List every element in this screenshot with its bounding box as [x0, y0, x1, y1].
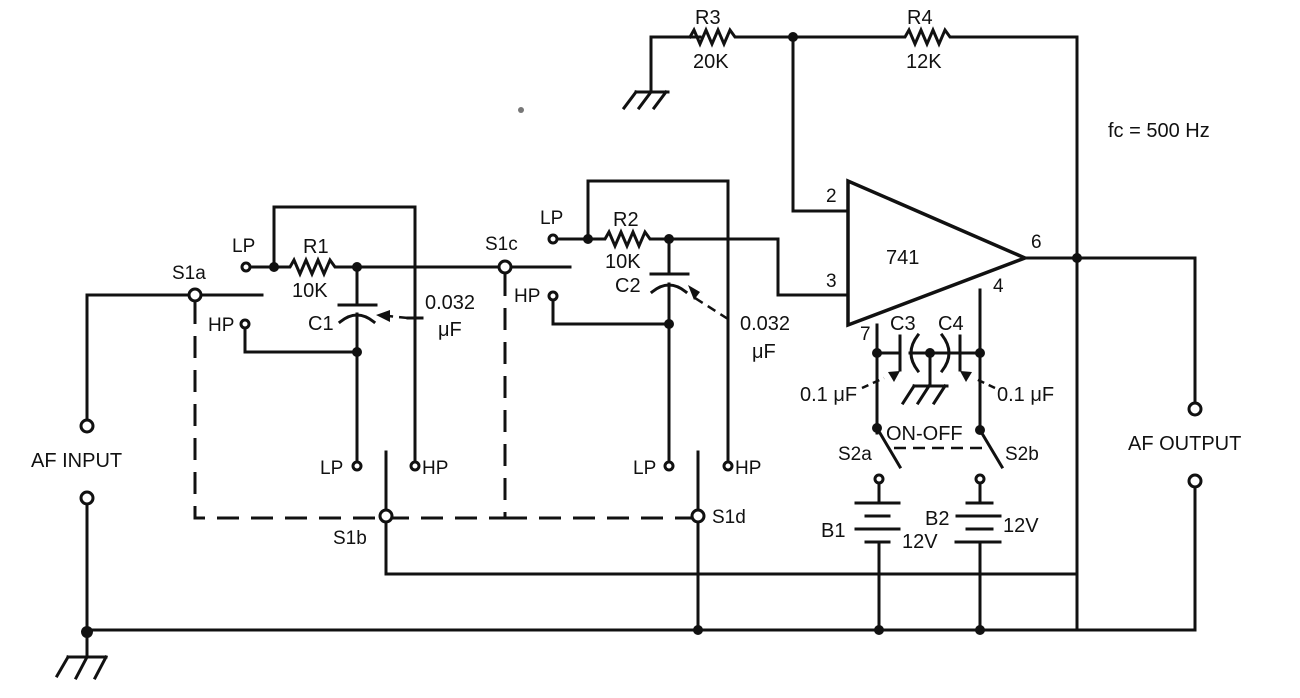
hp-label: HP — [208, 315, 234, 336]
c1-value: 0.032 — [425, 292, 475, 314]
hp-label: HP — [735, 458, 761, 479]
junction-dot — [583, 234, 593, 244]
s1b-contacts: LP HP — [320, 450, 1079, 576]
battery-b2: B2 12V — [925, 473, 1039, 632]
input-terminal-hot[interactable] — [79, 418, 95, 434]
pin-7-label: 7 — [860, 324, 871, 345]
s2a-label: S2a — [838, 444, 872, 465]
hp-terminal-s1a-group: HP — [208, 315, 359, 354]
c4-ref: C4 — [938, 313, 964, 335]
s1d-label: S1d — [712, 507, 746, 528]
opamp-label: 741 — [886, 247, 919, 269]
cutoff-frequency-note: fc = 500 Hz — [1108, 120, 1210, 142]
c2-value: 0.032 — [740, 313, 790, 335]
switch-s1c[interactable] — [497, 259, 513, 275]
junction-dot — [269, 262, 279, 272]
junction-dot — [872, 348, 882, 358]
af-input-port[interactable]: AF INPUT — [31, 418, 122, 506]
lp-label: LP — [540, 208, 563, 229]
junction-dot — [975, 348, 985, 358]
switch-s1a[interactable] — [187, 287, 203, 303]
c1-ref: C1 — [308, 313, 334, 335]
ground-c3-c4 — [900, 348, 949, 406]
b2-value: 12V — [1003, 515, 1039, 537]
scan-speck — [518, 107, 524, 113]
hp-terminal — [409, 460, 421, 472]
capacitor-c1: C1 0.032 μF — [308, 265, 475, 464]
junction-dot — [874, 625, 884, 635]
input-terminal-ground[interactable] — [79, 490, 95, 506]
c3-value: 0.1 μF — [800, 384, 857, 406]
c4-value: 0.1 μF — [997, 384, 1054, 406]
pin-2-label: 2 — [826, 186, 837, 207]
opamp-741: 741 2 3 6 4 7 — [826, 178, 1042, 345]
switch-s1b[interactable] — [378, 508, 394, 524]
r3-ref: R3 — [695, 7, 721, 29]
r4-value: 12K — [906, 51, 942, 73]
switch-s1d[interactable] — [690, 508, 706, 524]
ground-bus — [85, 485, 1197, 632]
hp-label: HP — [422, 458, 448, 479]
b1-value: 12V — [902, 531, 938, 553]
capacitor-c2: C2 0.032 μF — [615, 237, 790, 464]
s2b-label: S2b — [1005, 444, 1039, 465]
s2-onoff-label: ON-OFF — [886, 423, 963, 445]
junction-dot — [1072, 253, 1082, 263]
s1c-label: S1c — [485, 234, 518, 255]
pin-4-label: 4 — [993, 276, 1004, 297]
r2-value: 10K — [605, 251, 641, 273]
capacitor-c4: C4 0.1 μF — [938, 288, 1054, 435]
junction-dot — [975, 625, 985, 635]
wire-inv-input — [791, 35, 850, 213]
hp-terminal-s1c-group: HP — [514, 286, 671, 326]
hp-terminal — [722, 460, 734, 472]
resistor-r3: R3 20K — [687, 7, 795, 73]
b1-ref: B1 — [821, 520, 845, 542]
r1-ref: R1 — [303, 236, 329, 258]
s1a-label: S1a — [172, 263, 206, 284]
switch-s2[interactable]: ON-OFF S2a S2b — [838, 423, 1039, 470]
af-output-port[interactable]: AF OUTPUT — [1128, 401, 1241, 489]
r1-value: 10K — [292, 280, 328, 302]
wire-output — [1023, 256, 1197, 407]
r3-value: 20K — [693, 51, 729, 73]
ground-main — [54, 630, 109, 681]
resistor-r1: LP R1 10K — [232, 205, 506, 464]
lp-label: LP — [633, 458, 656, 479]
c1-unit: μF — [438, 319, 462, 341]
lp-terminal — [351, 460, 363, 472]
r4-ref: R4 — [907, 7, 933, 29]
battery-b1: B1 12V — [821, 473, 938, 632]
s1b-label: S1b — [333, 528, 367, 549]
r2-ref: R2 — [613, 209, 639, 231]
resistor-r4: R4 12K — [791, 7, 1079, 632]
wire-input — [85, 293, 192, 422]
af-input-label: AF INPUT — [31, 450, 122, 472]
pin-6-label: 6 — [1031, 232, 1042, 253]
lp-label: LP — [232, 236, 255, 257]
ground-r3 — [621, 35, 702, 111]
b2-ref: B2 — [925, 508, 949, 530]
lp-terminal — [663, 460, 675, 472]
capacitor-c3: C3 0.1 μF — [800, 313, 957, 435]
hp-label: HP — [514, 286, 540, 307]
af-output-label: AF OUTPUT — [1128, 433, 1241, 455]
lp-label: LP — [320, 458, 343, 479]
output-terminal-hot[interactable] — [1187, 401, 1203, 417]
resistor-r2: LP R2 10K — [540, 179, 850, 464]
c2-ref: C2 — [615, 275, 641, 297]
output-terminal-ground[interactable] — [1187, 473, 1203, 489]
gang-link — [193, 302, 380, 520]
junction-dot — [693, 625, 703, 635]
s1d-contacts: LP HP — [633, 450, 761, 632]
c3-ref: C3 — [890, 313, 916, 335]
pin-3-label: 3 — [826, 271, 837, 292]
c2-unit: μF — [752, 341, 776, 363]
